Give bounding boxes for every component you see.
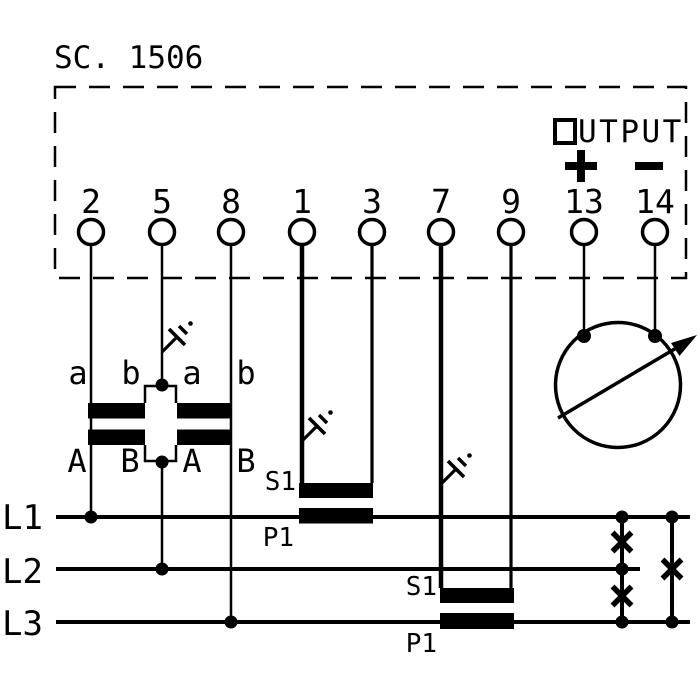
earth-icon <box>160 319 195 354</box>
terminal-1-label: 1 <box>292 182 312 221</box>
module-title: SC. 1506 <box>54 40 203 76</box>
output-label: UTPUT <box>578 114 684 150</box>
junction-dot <box>577 329 591 343</box>
meter-arrow-head <box>671 335 697 356</box>
terminal-14: 14 <box>635 182 675 247</box>
junction-dot <box>155 378 169 392</box>
earth-icon <box>439 451 474 486</box>
phase-l2-label: L2 <box>2 552 43 592</box>
terminal-7: 7 <box>426 182 456 247</box>
phase-l1-label: L1 <box>2 498 43 538</box>
plus-polarity-icon <box>565 150 597 182</box>
junction-dot <box>648 329 662 343</box>
vt-right-secondary-winding-bar <box>177 403 232 419</box>
terminal-5-label: 5 <box>152 182 172 221</box>
current-transformer-l3: S1 P1 <box>406 572 514 659</box>
current-transformer-l1: S1 P1 <box>263 467 373 553</box>
terminal-13: 13 <box>564 182 604 247</box>
junction-dot <box>665 510 679 524</box>
terminal-wires <box>89 245 657 622</box>
terminal-9: 9 <box>496 182 526 247</box>
junction-dot <box>615 615 629 629</box>
earth-icon <box>300 408 335 443</box>
terminal-13-circle <box>569 217 599 247</box>
terminal-14-label: 14 <box>635 182 675 221</box>
terminal-5-circle <box>147 217 177 247</box>
shorting-link-group <box>613 510 682 629</box>
junction-dot <box>84 510 98 524</box>
junction-dot <box>155 562 169 576</box>
minus-polarity-icon <box>635 162 663 170</box>
ct1-primary-label: P1 <box>263 523 294 553</box>
terminal-3-label: 3 <box>362 182 382 221</box>
junction-dot <box>615 510 629 524</box>
junction-dot <box>155 455 169 469</box>
vt-secondary-b1-label: b <box>121 354 140 392</box>
phase-lines: L1 L2 L3 <box>2 498 690 644</box>
junction-dot <box>665 615 679 629</box>
terminal-8: 8 <box>216 182 246 247</box>
terminal-3: 3 <box>357 182 387 247</box>
terminal-2: 2 <box>76 182 106 247</box>
meter-symbol <box>553 320 697 450</box>
terminal-14-circle <box>640 217 670 247</box>
ct2-primary-label: P1 <box>406 629 437 659</box>
vt-primary-B1-label: B <box>120 442 139 480</box>
voltage-transformer-group: a b a b A B A B <box>67 354 255 480</box>
terminal-3-circle <box>357 217 387 247</box>
terminal-row: 2 5 8 1 3 7 9 13 <box>76 182 675 247</box>
junction-dot <box>224 615 238 629</box>
ct1-secondary-label: S1 <box>265 467 296 497</box>
phase-l3-label: L3 <box>2 604 43 644</box>
output-label-group: UTPUT <box>553 114 684 182</box>
vt-primary-B2-label: B <box>236 442 255 480</box>
terminal-5: 5 <box>147 182 177 247</box>
terminal-13-label: 13 <box>564 182 604 221</box>
vt-left-primary-winding-bar <box>88 429 145 445</box>
terminal-2-label: 2 <box>81 182 101 221</box>
vt-left-secondary-winding-bar <box>88 403 145 419</box>
terminal-9-label: 9 <box>501 182 521 221</box>
terminal-1-circle <box>287 217 317 247</box>
terminal-7-circle <box>426 217 456 247</box>
vt-right-primary-winding-bar <box>177 429 232 445</box>
ct2-secondary-winding-bar <box>440 588 514 603</box>
vt-secondary-a2-label: a <box>182 354 201 392</box>
ct1-secondary-winding-bar <box>299 483 373 498</box>
terminal-9-circle <box>496 217 526 247</box>
terminal-8-circle <box>216 217 246 247</box>
terminal-7-label: 7 <box>431 182 451 221</box>
terminal-2-circle <box>76 217 106 247</box>
vt-primary-A1-label: A <box>67 442 86 480</box>
terminal-8-label: 8 <box>221 182 241 221</box>
junction-dot <box>615 562 629 576</box>
meter-arrow-shaft <box>557 345 679 420</box>
terminal-1: 1 <box>287 182 317 247</box>
ct2-secondary-label: S1 <box>406 572 437 602</box>
vt-secondary-a1-label: a <box>68 354 87 392</box>
vt-secondary-b2-label: b <box>236 354 255 392</box>
vt-primary-A2-label: A <box>182 442 201 480</box>
square-o-glyph <box>553 118 577 145</box>
meter-circle <box>553 320 683 450</box>
